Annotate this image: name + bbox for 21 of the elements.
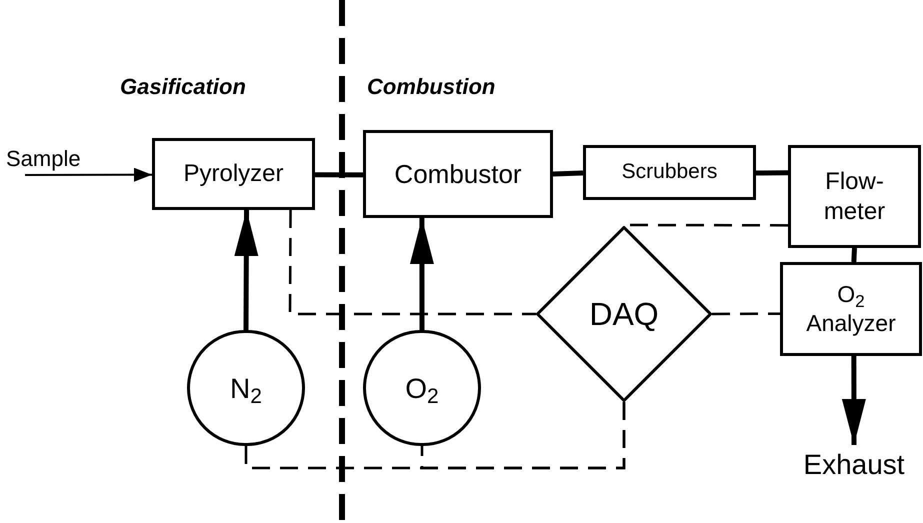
- signal-line: [288, 210, 536, 316]
- pipe-line: [851, 248, 857, 262]
- process-box: Combustor: [363, 130, 553, 218]
- process-box: Flow- meter: [788, 145, 921, 248]
- process-box: Scrubbers: [583, 145, 756, 200]
- pipe-line: [315, 172, 363, 178]
- section-heading: Gasification: [120, 73, 246, 101]
- pipe-line: [552, 170, 584, 176]
- process-box: Pyrolyzer: [152, 138, 315, 210]
- signal-line: [712, 312, 780, 316]
- signal-line: [420, 402, 626, 470]
- arrow: [842, 356, 866, 445]
- pipe-line: [756, 170, 788, 176]
- section-heading: Combustion: [367, 73, 496, 101]
- process-box: O$_{2}$ Analyzer: [780, 262, 922, 356]
- output-label: Exhaust: [786, 445, 922, 483]
- arrow: [25, 168, 152, 182]
- arrow: [410, 218, 434, 330]
- decision-diamond: DAQ: [536, 226, 712, 402]
- arrow: [234, 210, 258, 330]
- input-label: Sample: [6, 143, 118, 175]
